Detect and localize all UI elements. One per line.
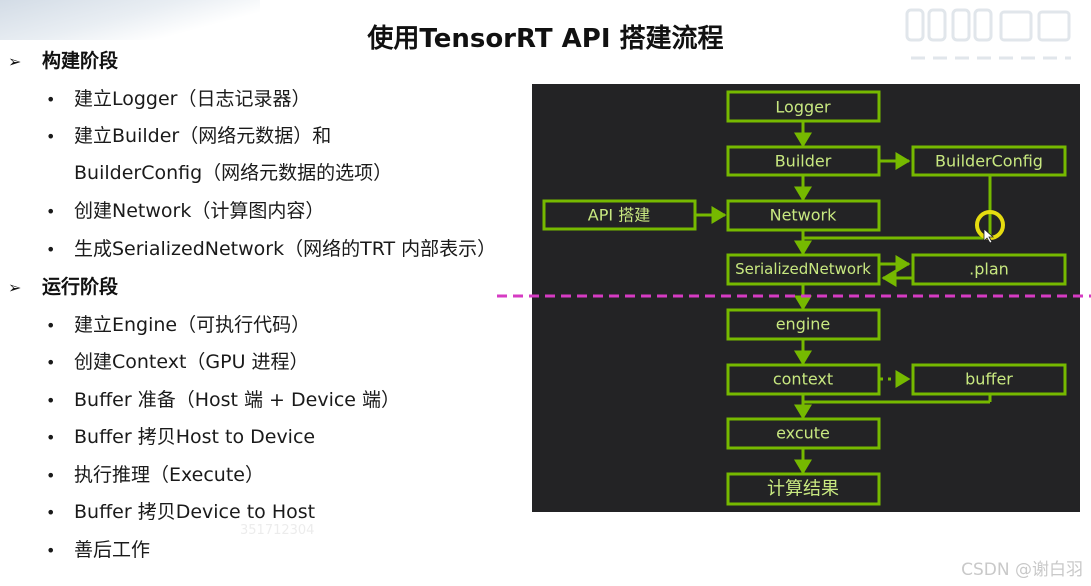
list-item-text: 善后工作 [74,539,151,561]
list-item: • 创建Network（计算图内容） [46,196,324,223]
list-item: • 建立Builder（网络元数据）和 [46,121,331,148]
bullet-icon: • [46,127,56,146]
node-api-build-box [542,199,697,231]
slide-title: 使用TensorRT API 搭建流程 [367,24,724,54]
node-plan-box [911,253,1067,286]
list-item-continuation: BuilderConfig（网络元数据的选项） [74,158,392,185]
bullet-icon: • [46,240,56,259]
node-api-build: API 搭建 [588,206,650,225]
node-plan: .plan [969,260,1009,279]
list-item-text: 建立Logger（日志记录器） [74,88,311,110]
list-item: • 善后工作 [46,535,150,562]
arrow-bullet-icon: ➢ [8,52,22,71]
list-item-text: 建立Builder（网络元数据）和 [74,125,332,147]
phase-divider-line [497,294,1091,298]
bullet-icon: • [46,428,56,447]
node-engine: engine [776,315,831,334]
list-item-text: Buffer 拷贝Device to Host [74,501,316,523]
node-builder-box [726,145,881,177]
bilibili-logo-watermark [901,0,1081,75]
node-builder-config: BuilderConfig [935,152,1043,171]
bullet-icon: • [46,353,56,372]
node-result: 计算结果 [767,479,839,500]
id-watermark: 351712304 [240,523,315,538]
list-item: • 生成SerializedNetwork（网络的TRT 内部表示） [46,234,496,261]
node-excute-box [726,417,881,450]
list-item: • 创建Context（GPU 进程） [46,347,309,374]
list-item-text: BuilderConfig（网络元数据的选项） [74,162,393,184]
node-excute: excute [776,424,830,443]
list-item-text: 执行推理（Execute） [74,464,264,486]
list-item: • Buffer 拷贝Host to Device [46,422,315,449]
flow-diagram: Logger Builder BuilderConfig API 搭建 Netw… [532,84,1080,512]
node-serialized-network-box [726,253,881,286]
node-logger-box [726,90,881,123]
bullet-icon: • [46,202,56,221]
node-logger: Logger [775,98,831,117]
bullet-icon: • [46,316,56,335]
list-item: • 建立Logger（日志记录器） [46,84,311,111]
section-heading-text: 运行阶段 [42,276,119,298]
bullet-icon: • [46,541,56,560]
bullet-icon: • [46,466,56,485]
list-item-text: 创建Network（计算图内容） [74,200,325,222]
node-network-box [726,199,881,232]
node-context: context [773,370,833,389]
node-network: Network [770,206,838,225]
node-buffer: buffer [965,370,1013,389]
section-heading-text: 构建阶段 [42,50,119,72]
node-context-box [726,363,881,396]
list-item: • Buffer 拷贝Device to Host [46,497,315,524]
list-item: • 建立Engine（可执行代码） [46,310,310,337]
list-item-text: 生成SerializedNetwork（网络的TRT 内部表示） [74,238,497,260]
list-item: • 执行推理（Execute） [46,460,264,487]
list-item-text: 建立Engine（可执行代码） [74,314,311,336]
node-builder-config-box [911,145,1067,177]
list-item: • Buffer 准备（Host 端 + Device 端） [46,385,400,412]
arrow-bullet-icon: ➢ [8,278,22,297]
bullet-icon: • [46,90,56,109]
mouse-cursor-icon [983,228,995,244]
node-serialized-network: SerializedNetwork [735,260,871,278]
node-result-box [726,472,881,506]
list-item-text: Buffer 拷贝Host to Device [74,426,316,448]
node-buffer-box [911,363,1067,396]
list-item-text: 创建Context（GPU 进程） [74,351,309,373]
csdn-watermark: CSDN @谢白羽 [961,560,1083,580]
list-item-text: Buffer 准备（Host 端 + Device 端） [74,389,401,411]
corner-decoration [0,0,260,40]
bullet-icon: • [46,391,56,410]
bullet-icon: • [46,503,56,522]
section-heading-build: ➢ 构建阶段 [8,46,118,73]
section-heading-run: ➢ 运行阶段 [8,272,118,299]
node-builder: Builder [775,152,832,171]
node-engine-box [726,308,881,341]
